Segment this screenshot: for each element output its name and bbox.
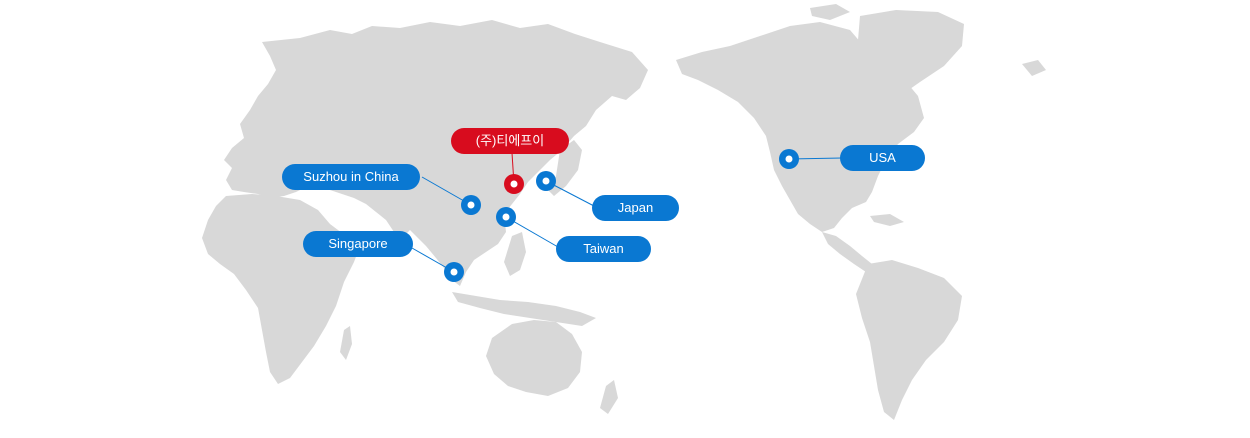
landmass-caribbean xyxy=(870,214,904,226)
landmass-japan xyxy=(548,140,582,196)
leader-line-taiwan xyxy=(505,216,559,248)
location-label-hq[interactable]: (주)티에프이 xyxy=(451,128,569,154)
landmass-indonesia xyxy=(452,292,596,326)
location-label-suzhou[interactable]: Suzhou in China xyxy=(282,164,420,190)
landmass-arctic-islands xyxy=(810,4,850,20)
location-pin-dot-taiwan xyxy=(502,213,510,221)
landmass-madagascar xyxy=(340,326,352,360)
landmass-south-america xyxy=(856,260,962,420)
location-pin-dot-singapore xyxy=(450,268,458,276)
location-label-taiwan[interactable]: Taiwan xyxy=(556,236,651,262)
landmass-philippines xyxy=(504,232,526,276)
location-pin-dot-hq xyxy=(510,180,518,188)
location-pin-dot-japan xyxy=(542,177,550,185)
landmass-central-america xyxy=(822,232,872,272)
location-pin-dot-suzhou xyxy=(467,201,475,209)
location-pin-dot-usa xyxy=(785,155,793,163)
landmass-iceland xyxy=(1022,60,1046,76)
location-markers xyxy=(444,149,799,282)
landmass-north-america xyxy=(676,22,924,232)
landmass-australia xyxy=(486,320,582,396)
landmass-eurasia xyxy=(224,20,648,286)
location-label-usa[interactable]: USA xyxy=(840,145,925,171)
landmass-africa xyxy=(202,194,360,384)
location-label-singapore[interactable]: Singapore xyxy=(303,231,413,257)
landmass-new-zealand xyxy=(600,380,618,414)
location-label-japan[interactable]: Japan xyxy=(592,195,679,221)
